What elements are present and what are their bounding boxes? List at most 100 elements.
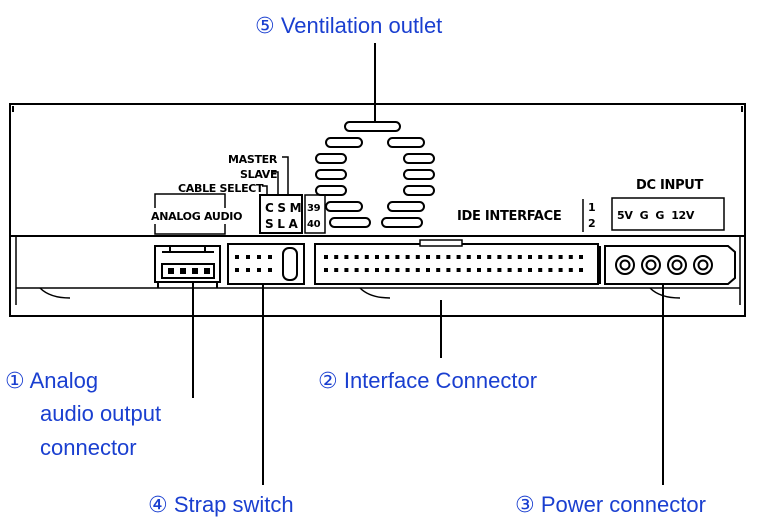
pin-2-label: 2	[588, 217, 595, 230]
connector-pin	[405, 268, 410, 272]
right-corner-tab	[741, 104, 746, 114]
jumper-bracket-lines	[262, 156, 289, 195]
connector-pin	[395, 255, 400, 259]
connector-pin	[456, 255, 461, 259]
jumper-label-top: C S M	[265, 201, 301, 215]
connector-pin	[426, 268, 430, 272]
connector-pin	[477, 255, 481, 259]
connector-pin	[246, 255, 250, 259]
connector-pin	[334, 268, 339, 272]
connector-pin	[405, 255, 410, 259]
connector-pin	[354, 255, 359, 259]
connector-pin	[466, 255, 471, 259]
ventilation-outlet-callout: ⑤ Ventilation outlet	[255, 13, 442, 38]
connector-pin	[446, 255, 451, 259]
power-terminal-inner	[619, 259, 631, 271]
connector-pin	[456, 268, 461, 272]
connector-pin	[375, 268, 379, 272]
connector-pin	[548, 268, 553, 272]
ide-connector-pins	[324, 255, 583, 272]
analog-audio-callout-line3: connector	[40, 435, 137, 460]
connector-pin	[558, 255, 563, 259]
power-terminal-inner	[645, 259, 657, 271]
drive-panel	[9, 103, 746, 317]
connector-pin	[257, 255, 261, 259]
connector-pin	[568, 255, 573, 259]
connector-pin	[364, 255, 369, 259]
connector-pin	[268, 268, 272, 272]
power-terminal-inner	[671, 259, 683, 271]
dc-input-label: DC INPUT	[636, 178, 704, 193]
cable-select-label: CABLE SELECT	[178, 182, 264, 195]
connector-pin	[426, 255, 430, 259]
connector-pin	[268, 255, 272, 259]
connector-pin	[436, 268, 441, 272]
connector-pin	[497, 255, 502, 259]
connector-pin	[385, 255, 390, 259]
dc-pins-label: 5V G G 12V	[617, 209, 695, 222]
connector-pin	[415, 268, 420, 272]
jumper-label-bottom: S L A	[265, 217, 298, 231]
jumper-label-box	[259, 194, 303, 234]
connector-pin	[324, 255, 328, 259]
power-connector-pins	[615, 255, 713, 275]
ide-connector	[314, 243, 599, 285]
connector-pin	[507, 268, 512, 272]
connector-pin	[436, 255, 441, 259]
connector-pin	[395, 268, 400, 272]
connector-pin	[497, 268, 502, 272]
connector-pin	[528, 255, 532, 259]
jumper-cap	[282, 247, 298, 281]
leader-lines	[192, 43, 664, 485]
connector-pin	[324, 268, 328, 272]
ide-connector-key	[419, 239, 463, 247]
pin-39-label: 39	[307, 203, 321, 214]
connector-pin	[235, 268, 239, 272]
connector-pin	[235, 255, 239, 259]
connector-pin	[344, 268, 349, 272]
ide-interface-label: IDE INTERFACE	[457, 209, 561, 224]
connector-pin	[477, 268, 481, 272]
connector-pin	[487, 268, 492, 272]
analog-audio-pins	[168, 268, 210, 274]
connector-pin	[334, 255, 339, 259]
left-corner-tab	[9, 104, 14, 114]
analog-audio-connector	[154, 245, 221, 288]
connector-pin	[364, 268, 369, 272]
connector-pin	[528, 268, 532, 272]
connector-pin	[344, 255, 349, 259]
connector-pin	[385, 268, 390, 272]
slave-label: SLAVE	[240, 168, 277, 181]
connector-pin	[246, 268, 250, 272]
strap-switch-pins	[235, 255, 272, 272]
connector-pin	[354, 268, 359, 272]
ventilation-slots	[315, 121, 435, 228]
analog-audio-label: ANALOG AUDIO	[151, 210, 242, 223]
connector-pin	[548, 255, 553, 259]
panel-outline	[9, 103, 746, 317]
connector-pin	[517, 255, 522, 259]
master-label: MASTER	[228, 153, 278, 166]
strap-switch-callout: ④ Strap switch	[148, 492, 294, 517]
pin-1-label: 1	[588, 201, 595, 214]
connector-pin	[517, 268, 522, 272]
connector-pin	[375, 255, 379, 259]
connector-pin	[568, 268, 573, 272]
connector-pin	[558, 268, 563, 272]
connector-pin	[538, 268, 543, 272]
connector-pin	[538, 255, 543, 259]
connector-pin	[579, 268, 583, 272]
dc-pin-box	[611, 197, 725, 231]
connector-pin	[466, 268, 471, 272]
connector-pin	[579, 255, 583, 259]
connector-pin	[446, 268, 451, 272]
connector-pin	[257, 268, 261, 272]
bottom-feet	[39, 287, 681, 299]
power-connector-callout: ③ Power connector	[515, 492, 706, 517]
power-terminal-inner	[697, 259, 709, 271]
interface-connector-callout: ② Interface Connector	[318, 368, 537, 393]
connector-pin	[487, 255, 492, 259]
connector-pin	[415, 255, 420, 259]
pin-40-label: 40	[307, 219, 321, 230]
